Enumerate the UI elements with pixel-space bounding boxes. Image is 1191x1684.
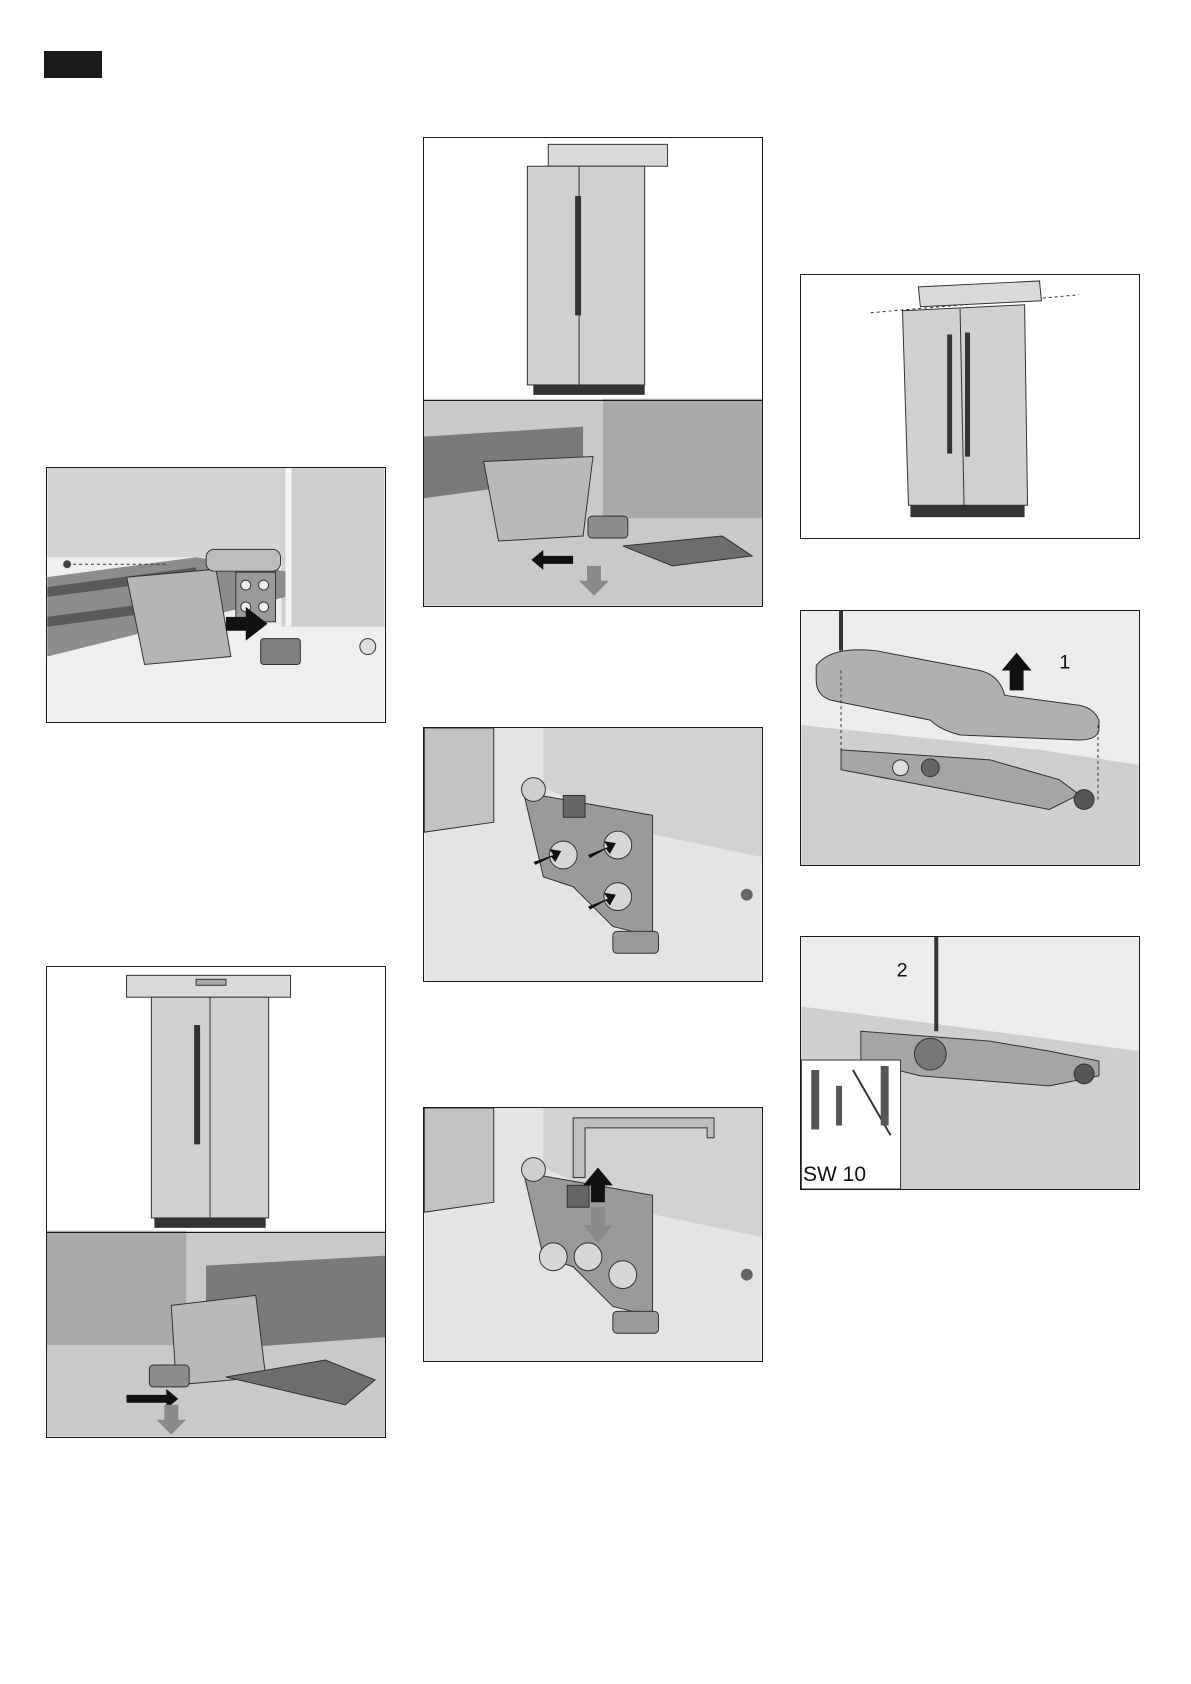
- figure-hinge-cover: 1: [800, 610, 1140, 866]
- hinge-cover-removal-icon: 1: [801, 611, 1139, 865]
- plinth-removal-icon: [47, 468, 385, 722]
- tool-size-label: SW 10: [803, 1163, 866, 1187]
- figure-divider: [424, 400, 762, 401]
- figure-door-alignment: [800, 274, 1140, 539]
- hinge-allen-key-icon: [424, 1108, 762, 1361]
- page-language-tab: [44, 51, 102, 78]
- callout-2: 2: [897, 960, 908, 982]
- level-adjust-left-foot-icon: [47, 967, 385, 1437]
- callout-1: 1: [1059, 652, 1070, 674]
- figure-hinge-screws: [423, 727, 763, 982]
- figure-hinge-allen-key: [423, 1107, 763, 1362]
- figure-plinth-removal: [46, 467, 386, 723]
- figure-hinge-nut: 2 SW 10: [800, 936, 1140, 1190]
- figure-level-right-foot: [423, 137, 763, 607]
- level-adjust-right-foot-icon: [424, 138, 762, 606]
- hinge-screws-icon: [424, 728, 762, 981]
- figure-level-left-foot: [46, 966, 386, 1438]
- door-alignment-level-icon: [801, 275, 1139, 538]
- figure-divider: [47, 1232, 385, 1233]
- hinge-nut-adjust-icon: 2: [801, 937, 1139, 1189]
